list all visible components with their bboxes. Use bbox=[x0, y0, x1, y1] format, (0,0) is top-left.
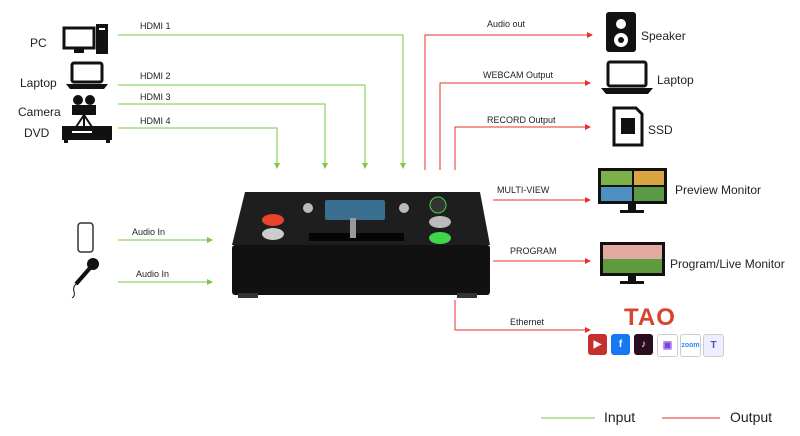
zoom-icon: zoom bbox=[680, 334, 701, 357]
program-monitor-icon bbox=[600, 242, 665, 284]
tao-logo: TAO bbox=[624, 304, 676, 331]
webcam-output-label: WEBCAM Output bbox=[483, 70, 554, 80]
microphone-icon bbox=[71, 258, 99, 299]
preview-monitor-label: Preview Monitor bbox=[675, 183, 762, 197]
hdmi3-label: HDMI 3 bbox=[140, 92, 171, 102]
speaker-label: Speaker bbox=[641, 29, 686, 43]
ssd-label: SSD bbox=[648, 123, 673, 137]
tiktok-icon: ♪ bbox=[634, 334, 653, 355]
hdmi3-line bbox=[118, 103, 328, 169]
ssd-icon bbox=[612, 106, 644, 147]
audio-out-line bbox=[424, 32, 593, 170]
phone-icon bbox=[77, 222, 94, 253]
multiview-label: MULTI-VIEW bbox=[497, 185, 550, 195]
legend-input-label: Input bbox=[604, 409, 636, 425]
legend-output-label: Output bbox=[730, 409, 773, 425]
hdmi4-label: HDMI 4 bbox=[140, 116, 171, 126]
pc-icon bbox=[62, 24, 108, 54]
video-switcher-device bbox=[232, 192, 490, 298]
record-line bbox=[454, 124, 591, 170]
teams-icon: T bbox=[703, 334, 724, 357]
output-laptop-icon bbox=[601, 60, 653, 94]
ethernet-line bbox=[454, 300, 591, 333]
hdmi1-label: HDMI 1 bbox=[140, 21, 171, 31]
program-monitor-label: Program/Live Monitor bbox=[670, 257, 785, 271]
youtube-icon: ▶ bbox=[588, 334, 607, 355]
dvd-label: DVD bbox=[24, 126, 50, 140]
audio-out-label: Audio out bbox=[487, 19, 526, 29]
output-laptop-label: Laptop bbox=[657, 73, 694, 87]
facebook-icon: f bbox=[611, 334, 630, 355]
record-output-label: RECORD Output bbox=[487, 115, 556, 125]
webcam-line bbox=[439, 80, 591, 170]
speaker-icon bbox=[606, 12, 636, 52]
hdmi2-label: HDMI 2 bbox=[140, 71, 171, 81]
laptop-icon bbox=[66, 61, 108, 89]
audio-in-2-label: Audio In bbox=[136, 269, 170, 279]
twitch-icon: ▣ bbox=[657, 334, 678, 357]
hdmi4-line bbox=[118, 127, 280, 169]
hdmi1-line bbox=[118, 34, 406, 169]
camera-label: Camera bbox=[18, 105, 61, 119]
dvd-icon bbox=[62, 126, 112, 143]
camera-icon bbox=[72, 95, 96, 128]
ethernet-label: Ethernet bbox=[510, 317, 545, 327]
program-label: PROGRAM bbox=[510, 246, 557, 256]
hdmi2-line bbox=[118, 84, 368, 169]
laptop-label: Laptop bbox=[20, 76, 57, 90]
audio-in-1-label: Audio In bbox=[132, 227, 166, 237]
pc-label: PC bbox=[30, 36, 47, 50]
preview-monitor-icon bbox=[598, 168, 667, 213]
